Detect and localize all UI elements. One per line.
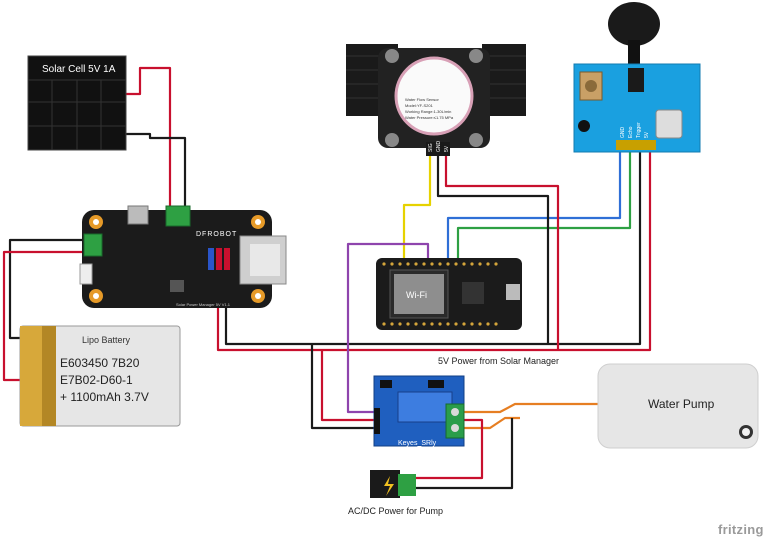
- wire-flow-red: [444, 150, 560, 350]
- ultrasonic-pin-trigger: Trigger: [636, 122, 642, 138]
- lipo-battery: [19, 325, 181, 427]
- relay-label: Keyes_SRly: [398, 440, 437, 447]
- battery-title: Lipo Battery: [82, 335, 131, 345]
- solar-cell: [27, 55, 127, 151]
- wire-relay-black: [310, 344, 374, 430]
- ultrasonic-sensor-board: GND Echo Trigger 5V: [573, 2, 701, 153]
- flow-pin-gnd: GND: [436, 141, 442, 153]
- wire-acdc-red: [416, 418, 484, 480]
- flow-pin-5v: 5V: [444, 145, 450, 152]
- wire-ultrasonic-green: [456, 148, 632, 264]
- ultrasonic-pin-5v: 5V: [644, 131, 650, 138]
- fritzing-watermark: fritzing: [718, 522, 764, 537]
- wire-battery-red: [2, 250, 85, 382]
- caption-acdc-power: AC/DC Power for Pump: [348, 506, 444, 516]
- water-pump: [597, 363, 759, 449]
- manager-brand-text: DFROBOT: [196, 231, 237, 238]
- caption-5v-power: 5V Power from Solar Manager: [438, 356, 560, 366]
- ultrasonic-pin-echo: Echo: [628, 126, 634, 138]
- flow-pin-sig: SIG: [428, 143, 434, 152]
- battery-line-3: + 1100mAh 3.7V: [60, 390, 149, 404]
- wire-pump-orange: [462, 402, 598, 414]
- wire-battery-black: [8, 238, 85, 340]
- acdc-barrel-jack: [370, 470, 416, 498]
- wire-flow-black: [436, 150, 550, 344]
- wire-pump-black: [416, 418, 514, 490]
- wire-solar-red: [125, 66, 172, 210]
- wire-relay-red: [320, 350, 374, 422]
- water-pump-label: Water Pump: [648, 397, 715, 411]
- battery-line-2: E7B02-D60-1: [60, 373, 133, 387]
- wire-ultrasonic-blue: [446, 148, 622, 264]
- esp8266-board: Wi-Fi: [376, 258, 522, 330]
- manager-subtitle-text: Solar Power Manager 5V V1.1: [176, 302, 231, 307]
- solar-cell-label: Solar Cell 5V 1A: [42, 64, 116, 75]
- esp-chip-text: Wi-Fi: [406, 290, 427, 300]
- wire-solar-black: [125, 132, 187, 210]
- ultrasonic-pin-gnd: GND: [620, 127, 626, 139]
- battery-line-1: E603450 7B20: [60, 356, 140, 370]
- solar-power-manager-board: DFROBOT Solar Power Manager 5V V1.1: [79, 205, 287, 308]
- relay-module: [373, 375, 465, 447]
- wire-flow-yellow: [402, 150, 432, 264]
- water-flow-sensor: SIG GND 5V: [346, 44, 526, 156]
- flow-sensor-face-text: Water Flow Sensor Model:YF-S201 Working …: [405, 97, 454, 120]
- wire-relay-purple: [346, 242, 430, 414]
